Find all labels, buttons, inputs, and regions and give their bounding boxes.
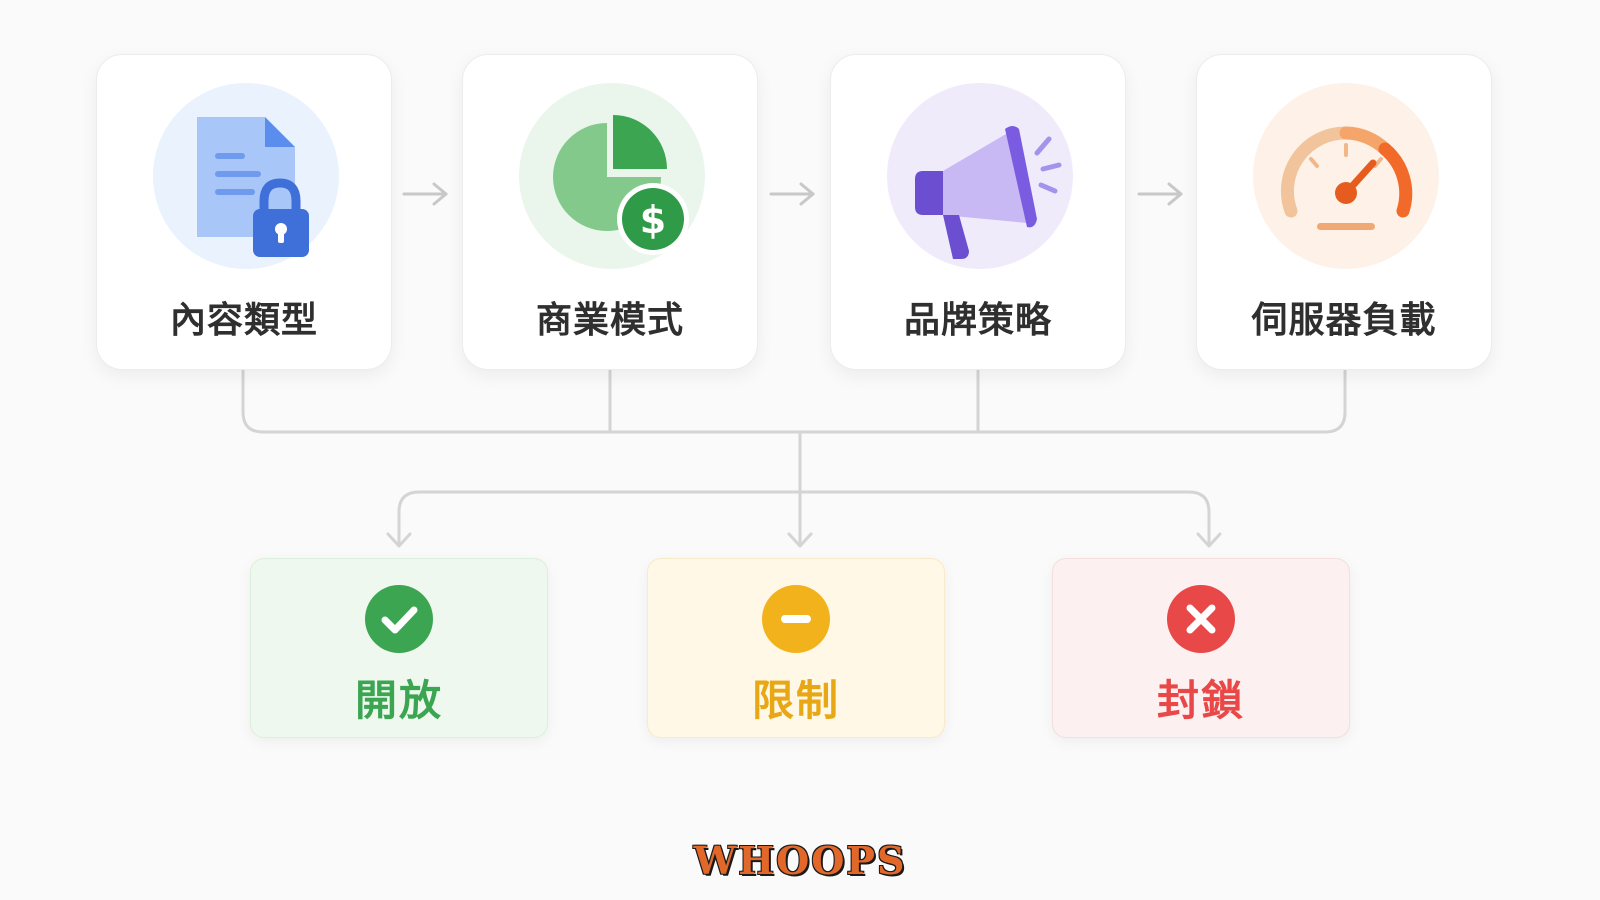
outcome-card-restricted: 限制 xyxy=(647,558,945,738)
factor-card-business-model: $ 商業模式 xyxy=(462,54,758,370)
arrow-factor-1-2 xyxy=(402,182,448,206)
factor-label: 伺服器負載 xyxy=(1251,300,1437,341)
arrow-factor-3-4 xyxy=(1137,182,1183,206)
arrow-factor-2-3 xyxy=(769,182,815,206)
outcome-label: 封鎖 xyxy=(1156,676,1245,725)
speedometer-icon xyxy=(1253,83,1439,269)
x-circle-icon xyxy=(1167,585,1235,653)
minus-circle-icon xyxy=(762,585,830,653)
factor-card-server-load: 伺服器負載 xyxy=(1196,54,1492,370)
outcome-card-blocked: 封鎖 xyxy=(1052,558,1350,738)
factor-card-content-type: 內容類型 xyxy=(96,54,392,370)
factor-label: 品牌策略 xyxy=(903,300,1052,341)
factor-label: 商業模式 xyxy=(535,300,684,341)
outcome-label: 開放 xyxy=(354,676,443,725)
check-circle-icon xyxy=(365,585,433,653)
factor-label: 內容類型 xyxy=(169,300,318,341)
svg-text:$: $ xyxy=(640,198,666,242)
document-lock-icon xyxy=(153,83,339,269)
outcome-label: 限制 xyxy=(751,676,840,725)
watermark: WHOOPS xyxy=(693,838,907,883)
pie-chart-dollar-icon: $ xyxy=(519,83,705,269)
factor-card-brand-strategy: 品牌策略 xyxy=(830,54,1126,370)
split-connector xyxy=(397,490,1211,547)
outcome-card-open: 開放 xyxy=(250,558,548,738)
megaphone-icon xyxy=(887,83,1073,269)
merge-connector xyxy=(241,369,1347,434)
